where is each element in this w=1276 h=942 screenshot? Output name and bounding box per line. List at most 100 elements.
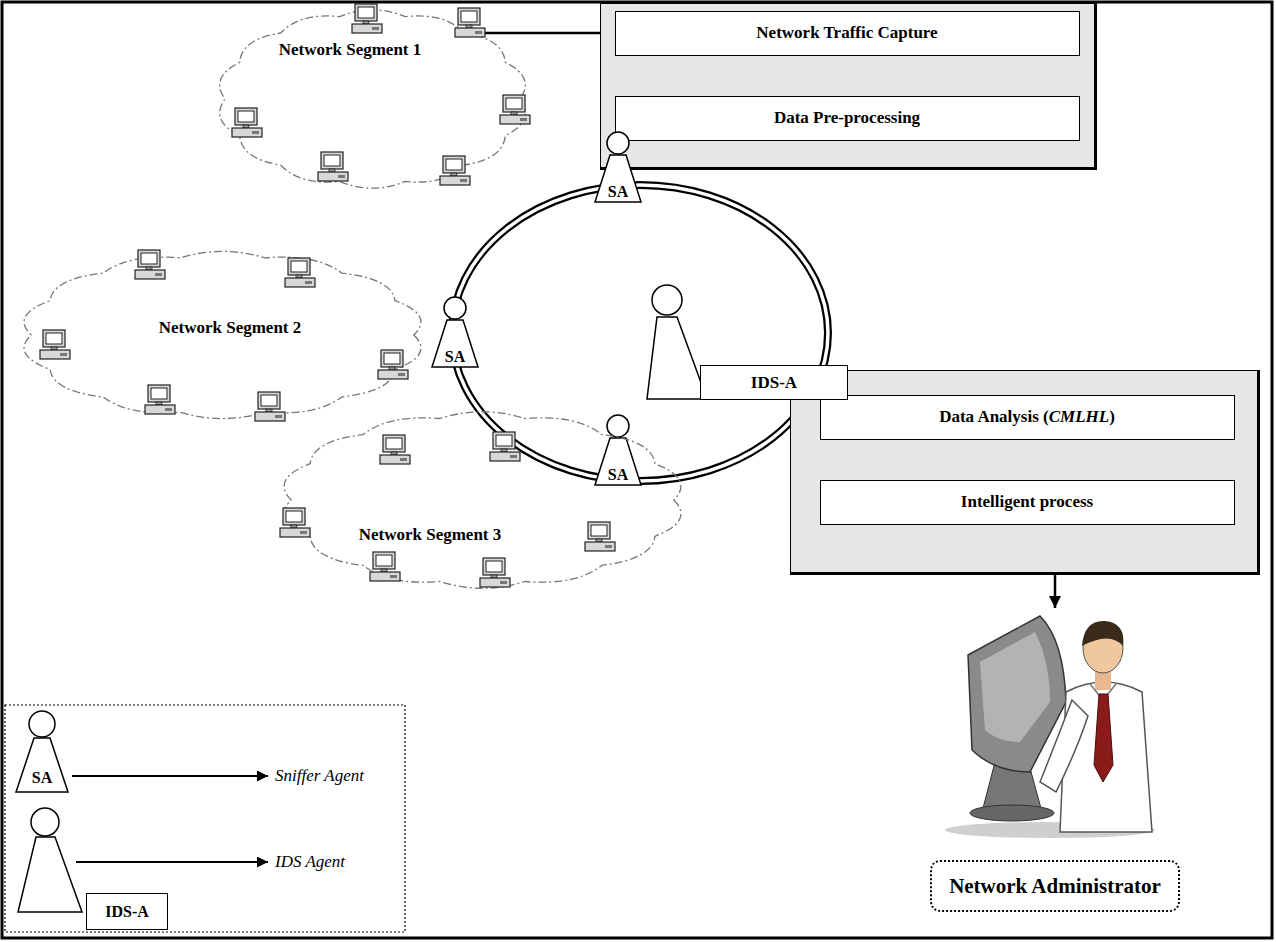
screen bbox=[591, 525, 607, 536]
monitor bbox=[321, 152, 343, 169]
process-box: Data Pre-processing bbox=[615, 96, 1080, 141]
drive-slot bbox=[372, 27, 379, 30]
cloud-outline bbox=[205, 3, 540, 195]
screen bbox=[261, 395, 277, 406]
agent-label: SA bbox=[430, 348, 480, 366]
screen bbox=[46, 333, 62, 344]
sniffer-agent: SA bbox=[593, 130, 643, 204]
computer-icon bbox=[318, 152, 348, 181]
cloud-outline bbox=[24, 251, 421, 418]
administrator-figure bbox=[945, 616, 1155, 838]
monitor bbox=[43, 330, 65, 347]
flow-arrow bbox=[470, 32, 615, 35]
monitor bbox=[443, 156, 465, 173]
network-ring bbox=[452, 185, 828, 481]
monitor bbox=[373, 552, 395, 569]
cloud-outline bbox=[265, 405, 700, 595]
computer-case bbox=[440, 176, 470, 185]
computer-case bbox=[145, 405, 175, 414]
process-panel: Network Traffic CaptureData Pre-processi… bbox=[600, 3, 1097, 170]
agent-body bbox=[647, 317, 707, 399]
drive-slot bbox=[520, 118, 527, 121]
computer-icon bbox=[135, 250, 165, 279]
agent-label: IDS-A bbox=[700, 365, 848, 400]
process-box: Data Analysis (CMLHL) bbox=[820, 395, 1235, 440]
monitor bbox=[493, 432, 515, 449]
computer-case bbox=[232, 128, 262, 137]
monitor bbox=[258, 392, 280, 409]
computer-icon bbox=[285, 258, 315, 287]
process-label: Intelligent process bbox=[953, 492, 1101, 512]
computer-icon bbox=[145, 385, 175, 414]
computer-case bbox=[255, 412, 285, 421]
legend-arrow bbox=[76, 861, 268, 863]
process-label: Data Pre-processing bbox=[766, 108, 928, 128]
monitor bbox=[235, 108, 257, 125]
process-label: Network Traffic Capture bbox=[748, 23, 945, 43]
computer-icon bbox=[440, 156, 470, 185]
computer-icon bbox=[255, 392, 285, 421]
monitor bbox=[355, 4, 377, 21]
computer-icon bbox=[280, 508, 310, 537]
legend-frame bbox=[5, 705, 405, 932]
legend-text: IDS Agent bbox=[275, 852, 345, 872]
network-segment-cloud: Network Segment 2 bbox=[5, 245, 440, 425]
monitor bbox=[588, 522, 610, 539]
computer-case bbox=[318, 172, 348, 181]
drive-slot bbox=[398, 373, 405, 376]
person-arm bbox=[1040, 700, 1088, 792]
ring-outer bbox=[452, 185, 828, 481]
drive-slot bbox=[390, 575, 397, 578]
sniffer-agent: SA bbox=[593, 413, 643, 487]
monitor bbox=[383, 435, 405, 452]
legend-text: Sniffer Agent bbox=[275, 766, 364, 786]
segment-label: Network Segment 3 bbox=[359, 525, 502, 545]
monitor bbox=[503, 95, 525, 112]
screen bbox=[506, 98, 522, 109]
computer-case bbox=[500, 115, 530, 124]
drive-slot bbox=[165, 408, 172, 411]
legend-arrow bbox=[72, 775, 268, 777]
process-panel: Data Analysis (CMLHL) Intelligent process bbox=[790, 370, 1260, 575]
process-box: Network Traffic Capture bbox=[615, 11, 1080, 56]
computer-icon bbox=[480, 558, 510, 587]
network-segment-cloud: Network Segment 1 bbox=[205, 3, 540, 195]
person-hair bbox=[1082, 621, 1123, 646]
computer-case bbox=[490, 452, 520, 461]
drive-slot bbox=[338, 175, 345, 178]
drive-slot bbox=[60, 353, 67, 356]
segment-label: Network Segment 1 bbox=[279, 40, 422, 60]
cloud-outline bbox=[284, 412, 681, 589]
screen bbox=[358, 7, 374, 18]
computer-icon bbox=[352, 4, 382, 33]
agent-label: SA bbox=[593, 183, 643, 201]
computer-icon bbox=[500, 95, 530, 124]
monitor bbox=[381, 350, 403, 367]
screen bbox=[446, 159, 462, 170]
drive-slot bbox=[400, 458, 407, 461]
computer-case bbox=[352, 24, 382, 33]
screen bbox=[386, 438, 402, 449]
computer-case bbox=[285, 278, 315, 287]
agent-head bbox=[607, 415, 629, 437]
process-label: Data Analysis (CMLHL) bbox=[931, 407, 1123, 427]
monitor-highlight bbox=[980, 632, 1050, 742]
screen bbox=[141, 253, 157, 264]
computer-icon bbox=[40, 330, 70, 359]
computer-case bbox=[135, 270, 165, 279]
monitor bbox=[483, 558, 505, 575]
ids-agent: IDS-A bbox=[645, 283, 850, 402]
monitor bbox=[148, 385, 170, 402]
drive-slot bbox=[460, 179, 467, 182]
agent-head bbox=[31, 808, 59, 836]
legend-icon-label: IDS-A bbox=[86, 893, 168, 930]
drive-slot bbox=[155, 273, 162, 276]
administrator-node: Network Administrator bbox=[930, 608, 1180, 912]
agent-head bbox=[444, 297, 466, 319]
administrator-label: Network Administrator bbox=[930, 860, 1180, 912]
drive-slot bbox=[305, 281, 312, 284]
computer-icon bbox=[232, 108, 262, 137]
computer-case bbox=[280, 528, 310, 537]
monitor bbox=[138, 250, 160, 267]
